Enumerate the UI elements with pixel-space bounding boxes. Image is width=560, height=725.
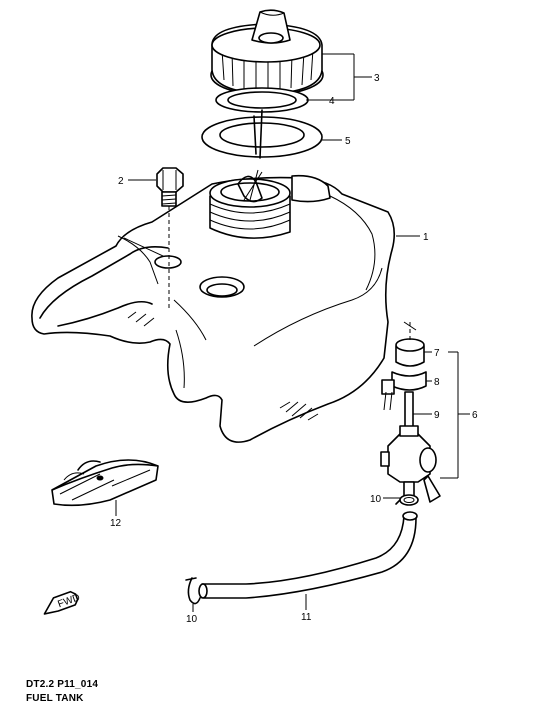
- cap-gasket: [215, 87, 309, 113]
- fuel-hose: [198, 511, 418, 599]
- callout-10-lower: 10: [186, 614, 198, 625]
- mounting-bolt: [156, 167, 184, 207]
- rubber-cushion: [51, 459, 159, 507]
- hose-clip-upper: [395, 494, 419, 506]
- callout-11: 11: [301, 612, 312, 623]
- callout-12: 12: [110, 518, 122, 529]
- callout-3: 3: [374, 73, 380, 84]
- fuel-tank: [31, 169, 396, 443]
- callout-8: 8: [434, 377, 440, 388]
- fuel-cap: [210, 9, 324, 96]
- diagram-title: FUEL TANK: [26, 693, 84, 704]
- drawing-code: DT2.2 P11_014: [26, 679, 99, 690]
- fuel-cock-assembly: [380, 338, 441, 503]
- callout-6: 6: [472, 410, 478, 421]
- callout-2: 2: [118, 176, 124, 187]
- callout-5: 5: [345, 136, 351, 147]
- callout-1: 1: [423, 232, 429, 243]
- callout-7: 7: [434, 348, 440, 359]
- callout-labels: 1 2 3 4 5 6 7 8 9 10 10 11 12: [110, 73, 478, 625]
- callout-9: 9: [434, 410, 440, 421]
- forward-direction-arrow: FWD: [43, 590, 82, 615]
- hose-clip-lower: [185, 577, 201, 605]
- packing-ring: [201, 109, 323, 159]
- callout-10-upper: 10: [370, 494, 382, 505]
- leader-lines: [115, 53, 470, 612]
- callout-4: 4: [329, 96, 335, 107]
